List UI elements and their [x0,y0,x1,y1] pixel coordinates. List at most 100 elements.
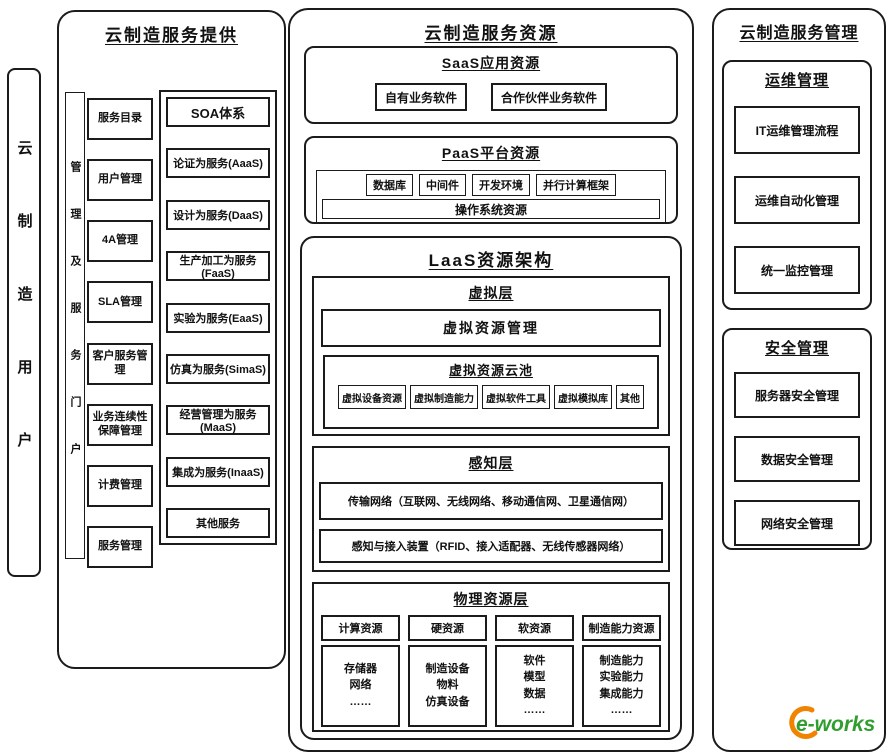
sensing-access-row: 感知与接入装置（RFID、接入适配器、无线传感器网络） [319,529,663,563]
ops-item: IT运维管理流程 [734,106,860,154]
pool-item: 虚拟软件工具 [482,385,550,409]
pool-item: 其他 [616,385,644,409]
management-item: 用户管理 [87,159,153,202]
left-panel-service-provision: 云制造服务提供 管理及服务门户 服务目录 用户管理 4A管理 SLA管理 客户服… [57,10,286,669]
soa-item: 生产加工为服务(FaaS) [166,251,270,282]
virtual-layer: 虚拟层 虚拟资源管理 虚拟资源云池 虚拟设备资源 虚拟制造能力 虚拟软件工具 虚… [312,276,670,436]
column-body: 软件 模型 数据 …… [495,645,574,727]
eworks-logo: e-works [786,702,886,744]
ops-items: IT运维管理流程 运维自动化管理 统一监控管理 [734,106,860,294]
column-line: 物料 [436,679,459,692]
virtual-layer-title: 虚拟层 [468,285,514,301]
security-item: 数据安全管理 [734,436,860,482]
virtual-resource-management: 虚拟资源管理 [321,309,661,347]
ops-item: 运维自动化管理 [734,176,860,224]
eworks-logo-svg: e-works [789,706,875,739]
soa-item: 论证为服务(AaaS) [166,148,270,179]
center-panel-title: 云制造服务资源 [424,24,558,43]
column-line: 制造设备 [425,663,470,676]
paas-box: PaaS平台资源 数据库 中间件 开发环境 并行计算框架 操作系统资源 [304,136,678,224]
management-item: 客户服务管理 [87,342,153,385]
soa-item: 设计为服务(DaaS) [166,199,270,230]
paas-item: 并行计算框架 [536,174,616,196]
saas-items-row: 自有业务软件 合作伙伴业务软件 [306,83,676,111]
pool-items-row: 虚拟设备资源 虚拟制造能力 虚拟软件工具 虚拟模拟库 其他 [325,385,657,409]
eworks-swoosh [789,706,818,739]
soa-item: 集成为服务(InaaS) [166,456,270,487]
ops-management-box: 运维管理 IT运维管理流程 运维自动化管理 统一监控管理 [722,60,872,310]
management-item: 业务连续性保障管理 [87,403,153,446]
pool-item: 虚拟设备资源 [338,385,406,409]
paas-inner-box: 数据库 中间件 开发环境 并行计算框架 操作系统资源 [316,170,666,223]
column-header: 软资源 [495,615,574,641]
column-header: 制造能力资源 [582,615,661,641]
column-line: 仿真设备 [425,695,470,708]
portal-label: 管理及服务门户 [69,161,81,490]
paas-item: 数据库 [366,174,413,196]
portal-bar: 管理及服务门户 [65,92,85,559]
column-line: 软件 [523,655,546,668]
column-line: …… [349,695,372,708]
user-strip: 云制造用户 [7,68,41,577]
column-line: 数据 [523,687,546,700]
column-line: 网络 [349,679,372,692]
soa-item: 其他服务 [166,508,270,538]
column-line: 实验能力 [599,671,644,684]
pool-item: 虚拟模拟库 [554,385,612,409]
soa-title: SOA体系 [166,97,270,127]
soa-item: 实验为服务(EaaS) [166,302,270,333]
column-body: 存储器 网络 …… [321,645,400,727]
column-header: 硬资源 [408,615,487,641]
physical-column-compute: 计算资源 存储器 网络 …… [321,615,400,727]
column-body: 制造设备 物料 仿真设备 [408,645,487,727]
physical-resource-layer: 物理资源层 计算资源 存储器 网络 …… 硬资源 制造设备 [312,582,670,732]
column-line: 集成能力 [599,687,644,700]
soa-column: SOA体系 论证为服务(AaaS) 设计为服务(DaaS) 生产加工为服务(Fa… [159,90,277,545]
security-item: 服务器安全管理 [734,372,860,418]
management-item: 4A管理 [87,220,153,263]
soa-item: 经营管理为服务(MaaS) [166,405,270,436]
center-panel-service-resources: 云制造服务资源 SaaS应用资源 自有业务软件 合作伙伴业务软件 PaaS平台资… [288,8,694,752]
transport-network-row: 传输网络（互联网、无线网络、移动通信网、卫星通信网） [319,482,663,520]
management-item: SLA管理 [87,281,153,324]
virtual-resource-pool: 虚拟资源云池 虚拟设备资源 虚拟制造能力 虚拟软件工具 虚拟模拟库 其他 [323,355,659,429]
ops-item: 统一监控管理 [734,246,860,294]
physical-column-soft: 软资源 软件 模型 数据 …… [495,615,574,727]
security-title: 安全管理 [764,340,829,357]
management-item: 服务管理 [87,525,153,568]
management-item: 服务目录 [87,98,153,140]
physical-layer-title: 物理资源层 [453,591,529,607]
right-panel-title: 云制造服务管理 [739,25,859,42]
column-line: 制造能力 [599,655,644,668]
security-item: 网络安全管理 [734,500,860,546]
eworks-text: e-works [796,713,875,736]
security-management-box: 安全管理 服务器安全管理 数据安全管理 网络安全管理 [722,328,872,550]
pool-title: 虚拟资源云池 [448,363,533,378]
column-line: 存储器 [344,663,377,676]
soa-item: 仿真为服务(SimaS) [166,353,270,384]
paas-items-row: 数据库 中间件 开发环境 并行计算框架 [320,174,662,196]
os-resource-bar: 操作系统资源 [322,199,660,219]
user-strip-label: 云制造用户 [15,140,33,505]
saas-title: SaaS应用资源 [441,55,541,71]
saas-box: SaaS应用资源 自有业务软件 合作伙伴业务软件 [304,46,678,124]
column-line: …… [610,703,633,716]
iaas-box: LaaS资源架构 虚拟层 虚拟资源管理 虚拟资源云池 虚拟设备资源 虚拟制造能力… [300,236,682,740]
column-line: …… [523,703,546,716]
left-panel-title: 云制造服务提供 [105,26,238,45]
column-header: 计算资源 [321,615,400,641]
physical-column-capability: 制造能力资源 制造能力 实验能力 集成能力 …… [582,615,661,727]
iaas-title: LaaS资源架构 [428,251,554,270]
saas-item: 合作伙伴业务软件 [491,83,608,111]
management-item: 计费管理 [87,464,153,507]
security-items: 服务器安全管理 数据安全管理 网络安全管理 [734,372,860,546]
right-panel-service-management: 云制造服务管理 运维管理 IT运维管理流程 运维自动化管理 统一监控管理 安全管… [712,8,886,752]
ops-title: 运维管理 [764,72,829,89]
paas-title: PaaS平台资源 [441,145,541,161]
pool-item: 虚拟制造能力 [410,385,478,409]
physical-columns: 计算资源 存储器 网络 …… 硬资源 制造设备 物料 仿真设备 [321,615,661,727]
column-body: 制造能力 实验能力 集成能力 …… [582,645,661,727]
management-column: 服务目录 用户管理 4A管理 SLA管理 客户服务管理 业务连续性保障管理 计费… [87,98,153,568]
paas-item: 中间件 [419,174,466,196]
